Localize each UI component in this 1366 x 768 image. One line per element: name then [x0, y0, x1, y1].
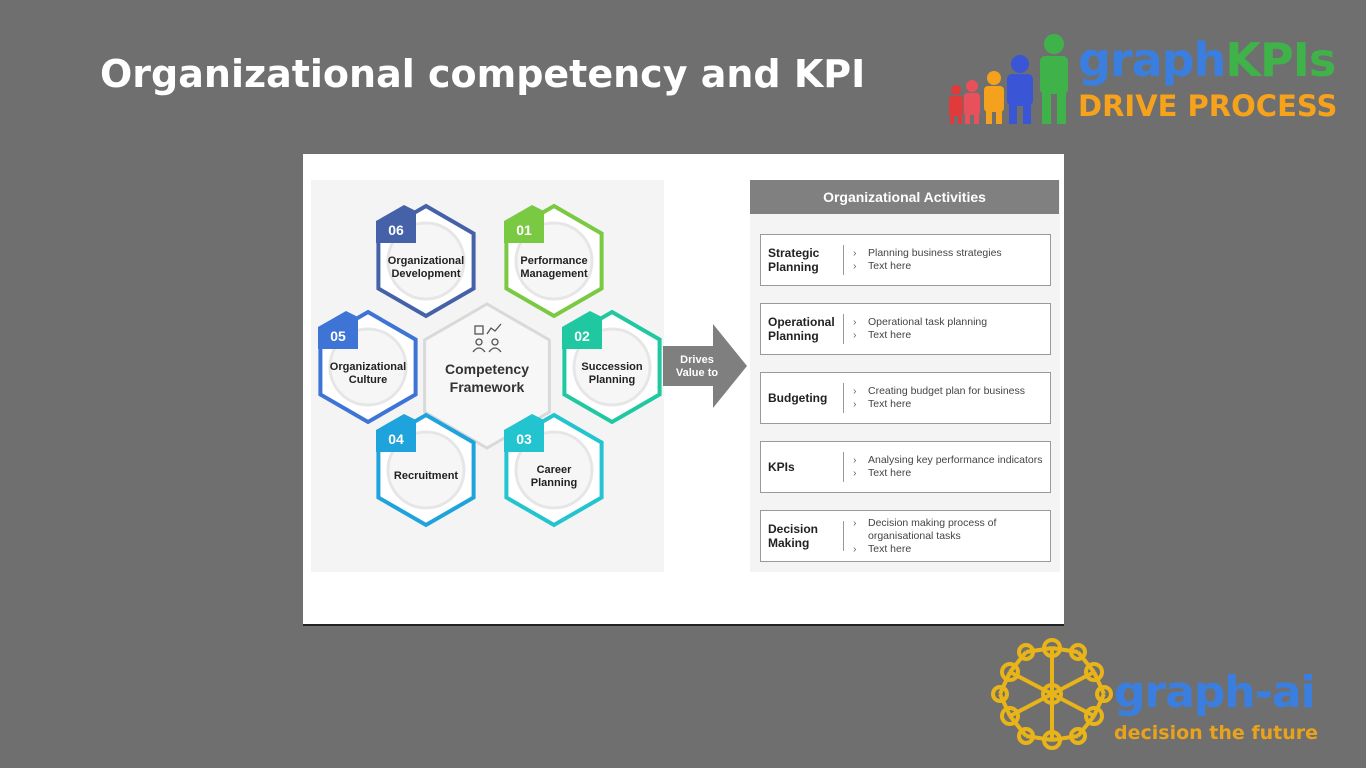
activity-item: Text here: [851, 260, 1049, 273]
hex-label: Recruitment: [381, 470, 471, 483]
activity-name: KPIs: [768, 442, 844, 492]
activity-name-line1: Decision: [768, 522, 819, 536]
activity-items: Creating budget plan for businessText he…: [851, 373, 1049, 423]
center-hexagon: [423, 302, 551, 450]
activity-items: Operational task planningText here: [851, 304, 1049, 354]
activity-name-line2: Making: [768, 536, 810, 550]
activity-name-line1: Strategic: [768, 246, 820, 260]
activity-item: Text here: [851, 467, 1049, 480]
hexagon-ring: [318, 203, 662, 528]
arrow-label: Drives Value to: [667, 354, 727, 380]
activities-header: Organizational Activities: [750, 180, 1059, 214]
activity-divider: [843, 314, 844, 344]
number-badge-06: [376, 205, 416, 243]
activity-name-text: KPIs: [768, 460, 795, 474]
drives-value-arrow-icon: [663, 324, 747, 408]
activity-items: Decision making process of organisationa…: [851, 511, 1049, 561]
activity-name-line1: Budgeting: [768, 391, 828, 405]
activity-divider: [843, 521, 844, 551]
activity-item: Creating budget plan for business: [851, 385, 1049, 398]
activity-item: Text here: [851, 543, 1049, 556]
activity-divider: [843, 452, 844, 482]
hex-label-line2: Planning: [588, 374, 636, 386]
hex-label-line1: Organizational: [387, 255, 465, 267]
graphkpis-wordmark: graphKPIs: [1078, 30, 1336, 90]
activity-name: Budgeting: [768, 373, 844, 423]
graphkpis-wordmark-kpis: KPIs: [1225, 33, 1336, 87]
graph-ai-wordmark: graph-ai: [1114, 667, 1316, 718]
hex-label-line2: Development: [391, 268, 461, 280]
activity-row: Budgeting Creating budget plan for busine…: [760, 372, 1051, 424]
activity-item: Operational task planning: [851, 316, 1049, 329]
hex-label-line1: Performance: [520, 255, 588, 267]
activity-name-line1: Operational: [768, 315, 835, 329]
hex-number: 01: [516, 222, 532, 238]
activity-name-text: Budgeting: [768, 391, 827, 405]
people-chart-icon: [472, 323, 502, 353]
activity-item: Text here: [851, 329, 1049, 342]
center-label-line2: Framework: [449, 379, 525, 395]
graphkpis-tagline: DRIVE PROCESS: [1078, 89, 1338, 123]
number-badge-03: [504, 414, 544, 452]
activity-items: Planning business strategiesText here: [851, 235, 1049, 285]
hex-number: 02: [574, 328, 590, 344]
graph-ai-logo: graph-ai decision the future: [990, 634, 1320, 754]
number-badge-05: [318, 311, 358, 349]
hex-number: 04: [388, 431, 404, 447]
center-label-line1: Competency: [444, 361, 530, 377]
number-badge-04: [376, 414, 416, 452]
network-nodes-icon: [991, 638, 1113, 750]
hex-label-line2: Management: [520, 268, 588, 280]
activity-items: Analysing key performance indicatorsText…: [851, 442, 1049, 492]
slide-title: Organizational competency and KPI: [100, 52, 866, 96]
hex-label-line1: Recruitment: [393, 470, 459, 482]
arrow-label-line2: Value to: [675, 367, 719, 379]
hex-label-line1: Career: [536, 464, 572, 476]
hex-label-line2: Planning: [530, 477, 578, 489]
people-family-icon: [949, 34, 1068, 124]
number-badge-01: [504, 205, 544, 243]
number-badge-02: [562, 311, 602, 349]
graphkpis-wordmark-graph: graph: [1078, 33, 1226, 87]
activity-item: Decision making process of organisationa…: [851, 517, 1049, 543]
activity-name-line2: Planning: [768, 329, 819, 343]
center-label: Competency Framework: [437, 360, 537, 396]
hex-number: 03: [516, 431, 532, 447]
activity-name-line1: KPIs: [768, 460, 795, 474]
graphkpis-logo: graphKPIs DRIVE PROCESS: [944, 30, 1344, 126]
arrow-label-line1: Drives: [680, 354, 714, 366]
graph-ai-tagline: decision the future: [1114, 722, 1319, 744]
activity-item: Text here: [851, 398, 1049, 411]
hex-label-line1: Succession: [581, 361, 643, 373]
activity-item: Planning business strategies: [851, 247, 1049, 260]
activity-item: Analysing key performance indicators: [851, 454, 1049, 467]
hex-label-line1: Organizational: [329, 361, 407, 373]
hex-number: 05: [330, 328, 346, 344]
activity-divider: [843, 245, 844, 275]
hex-number: 06: [388, 222, 404, 238]
activity-name-line2: Planning: [768, 260, 819, 274]
activity-row: KPIs Analysing key performance indicators…: [760, 441, 1051, 493]
activity-divider: [843, 383, 844, 413]
hex-label-line2: Culture: [348, 374, 388, 386]
